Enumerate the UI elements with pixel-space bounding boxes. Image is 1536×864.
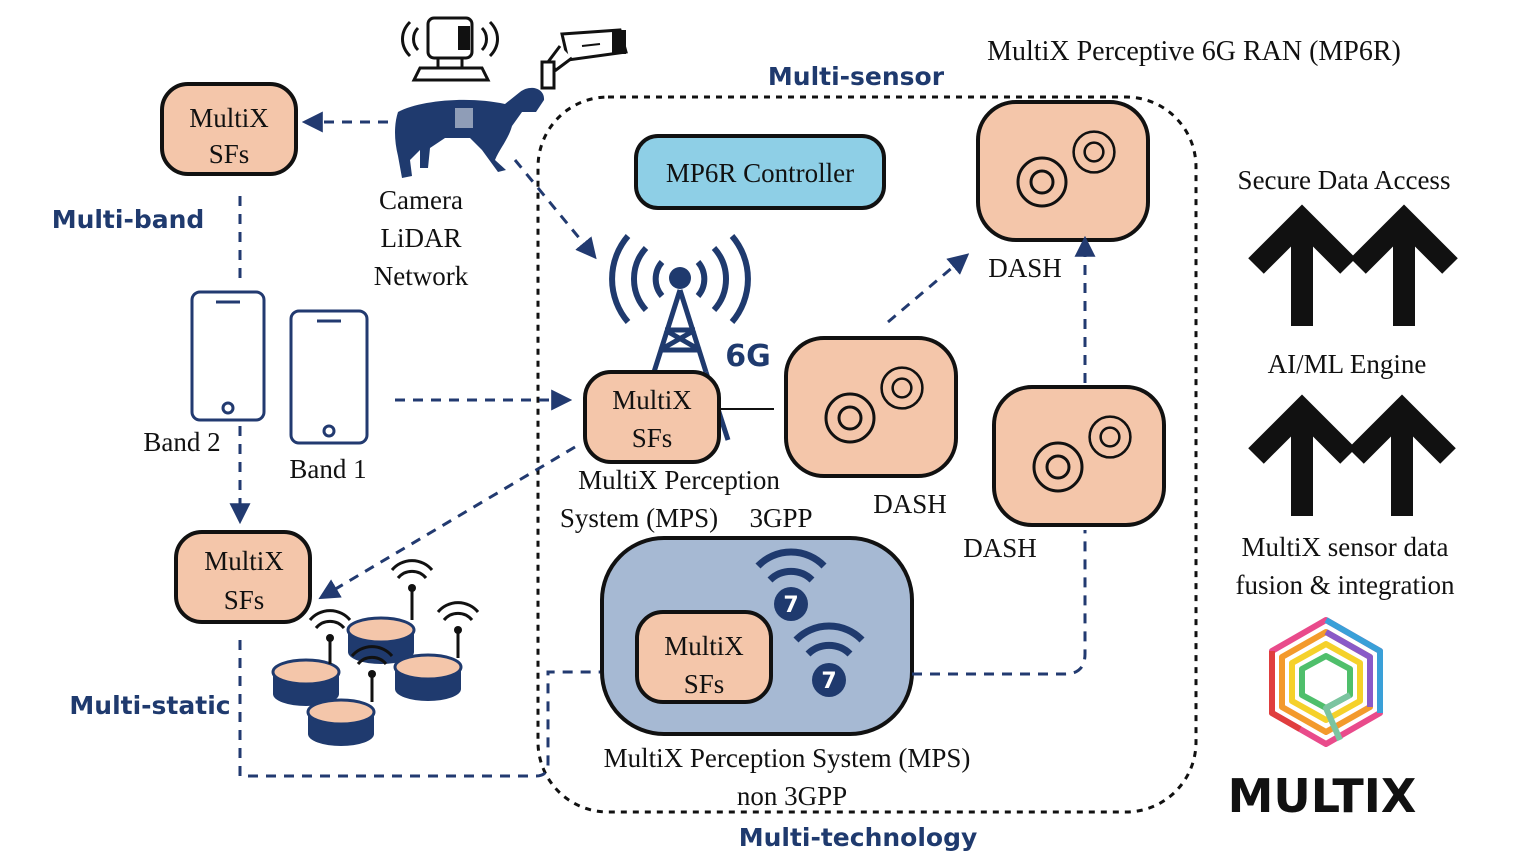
multix-logo-icon bbox=[1269, 617, 1383, 747]
robot-dog-icon bbox=[395, 87, 545, 178]
stack-aiml-engine: AI/ML Engine bbox=[1268, 349, 1427, 379]
dash-label-right: DASH bbox=[963, 533, 1037, 563]
camera-icon bbox=[540, 28, 628, 90]
band2-label: Band 2 bbox=[143, 427, 220, 457]
label-multi-static: Multi-static bbox=[69, 691, 230, 720]
stack-fusion-line2: fusion & integration bbox=[1236, 570, 1455, 600]
label-multi-sensor: Multi-sensor bbox=[768, 62, 945, 91]
wifi7-icon-top: 7 bbox=[755, 548, 827, 621]
phone-band2-icon bbox=[190, 290, 266, 422]
stack-secure-data-access: Secure Data Access bbox=[1238, 165, 1451, 195]
sensor-label-network: Network bbox=[374, 261, 469, 291]
label-multi-band: Multi-band bbox=[52, 205, 205, 234]
mp6r-controller: MP6R Controller bbox=[634, 134, 886, 210]
connectors bbox=[229, 111, 1096, 778]
svg-text:MultiX: MultiX bbox=[664, 631, 744, 661]
mps-non3gpp-line2: non 3GPP bbox=[737, 781, 847, 811]
arrow-up-icon-top-pair bbox=[1248, 204, 1458, 326]
svg-text:SFs: SFs bbox=[684, 669, 725, 699]
svg-text:MultiX: MultiX bbox=[204, 546, 284, 576]
mps-non3gpp-line1: MultiX Perception System (MPS) bbox=[604, 743, 971, 773]
svg-text:MP6R Controller: MP6R Controller bbox=[666, 158, 854, 188]
sf-box-3gpp: MultiX SFs bbox=[583, 370, 721, 464]
label-multi-technology: Multi-technology bbox=[739, 823, 978, 852]
lidar-icon bbox=[401, 16, 499, 82]
mp6r-boundary bbox=[536, 95, 1198, 814]
6g-label: 6G bbox=[725, 339, 771, 374]
dash-box-middle bbox=[784, 336, 958, 478]
svg-text:MultiX: MultiX bbox=[612, 385, 692, 415]
wifi7-icon-bottom: 7 bbox=[793, 622, 865, 697]
sf-box-mid-left: MultiX SFs bbox=[174, 530, 312, 624]
svg-text:7: 7 bbox=[783, 593, 798, 618]
mps-3gpp-line1: MultiX Perception bbox=[578, 465, 780, 495]
dash-label-top: DASH bbox=[988, 253, 1062, 283]
dash-box-top bbox=[976, 100, 1150, 242]
multix-logo-text: MULTIX bbox=[1228, 769, 1417, 823]
dash-label-middle: DASH bbox=[873, 489, 947, 519]
dash-box-right bbox=[992, 385, 1166, 527]
multistatic-sensors-icon bbox=[271, 559, 480, 746]
sensor-label-camera: Camera bbox=[379, 185, 463, 215]
svg-text:7: 7 bbox=[821, 669, 836, 694]
sf-box-top-left: MultiX SFs bbox=[160, 82, 298, 176]
phone-band1-icon bbox=[289, 309, 369, 445]
mps-3gpp-tag: 3GPP bbox=[749, 503, 812, 533]
svg-text:SFs: SFs bbox=[632, 423, 673, 453]
mps-3gpp-line2: System (MPS) bbox=[560, 503, 718, 533]
arrow-up-icon-bottom-pair bbox=[1248, 394, 1456, 516]
band1-label: Band 1 bbox=[289, 454, 366, 484]
diagram-title: MultiX Perceptive 6G RAN (MP6R) bbox=[987, 36, 1401, 67]
sensor-label-lidar: LiDAR bbox=[381, 223, 462, 253]
svg-text:SFs: SFs bbox=[224, 585, 265, 615]
svg-text:MultiX: MultiX bbox=[189, 103, 269, 133]
sf-box-non3gpp: MultiX SFs bbox=[635, 610, 773, 704]
svg-text:SFs: SFs bbox=[209, 139, 250, 169]
stack-fusion-line1: MultiX sensor data bbox=[1242, 532, 1449, 562]
